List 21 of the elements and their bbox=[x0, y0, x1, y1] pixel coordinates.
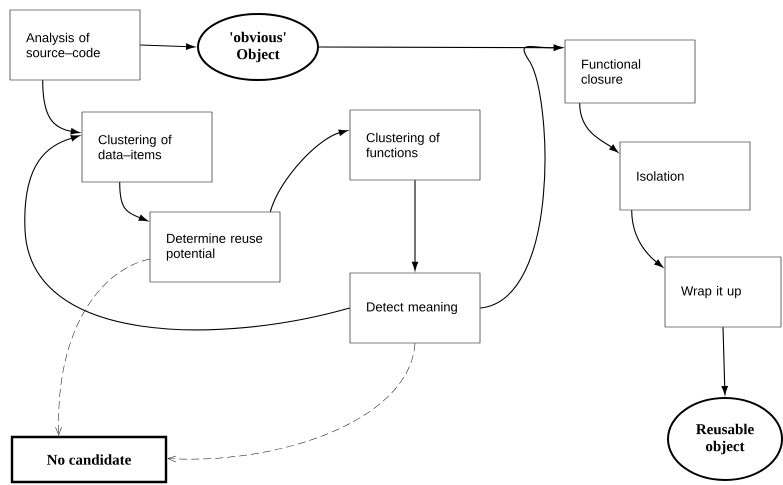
process-box: Clustering of functions bbox=[350, 110, 480, 180]
process-box: Analysis of source–code bbox=[10, 10, 140, 80]
arrow bbox=[480, 44, 563, 309]
process-box: Clustering of data–items bbox=[82, 112, 212, 182]
process-box: Detect meaning bbox=[350, 272, 480, 344]
arrow bbox=[55, 258, 150, 436]
process-box: Wrap it up bbox=[664, 256, 782, 328]
arrow bbox=[412, 180, 418, 271]
process-box: Determine reuse potential bbox=[150, 212, 280, 282]
arrow bbox=[722, 327, 728, 395]
process-box: Isolation bbox=[620, 142, 750, 210]
arrow bbox=[270, 130, 348, 212]
result-box: No candidate bbox=[10, 436, 168, 484]
arrow bbox=[24, 135, 350, 330]
arrow bbox=[42, 80, 80, 134]
process-box: Functional closure bbox=[564, 40, 696, 104]
arrow bbox=[140, 43, 195, 50]
arrow bbox=[579, 103, 618, 153]
arrow bbox=[119, 182, 148, 222]
arrow bbox=[631, 210, 664, 268]
arrow bbox=[168, 343, 416, 462]
